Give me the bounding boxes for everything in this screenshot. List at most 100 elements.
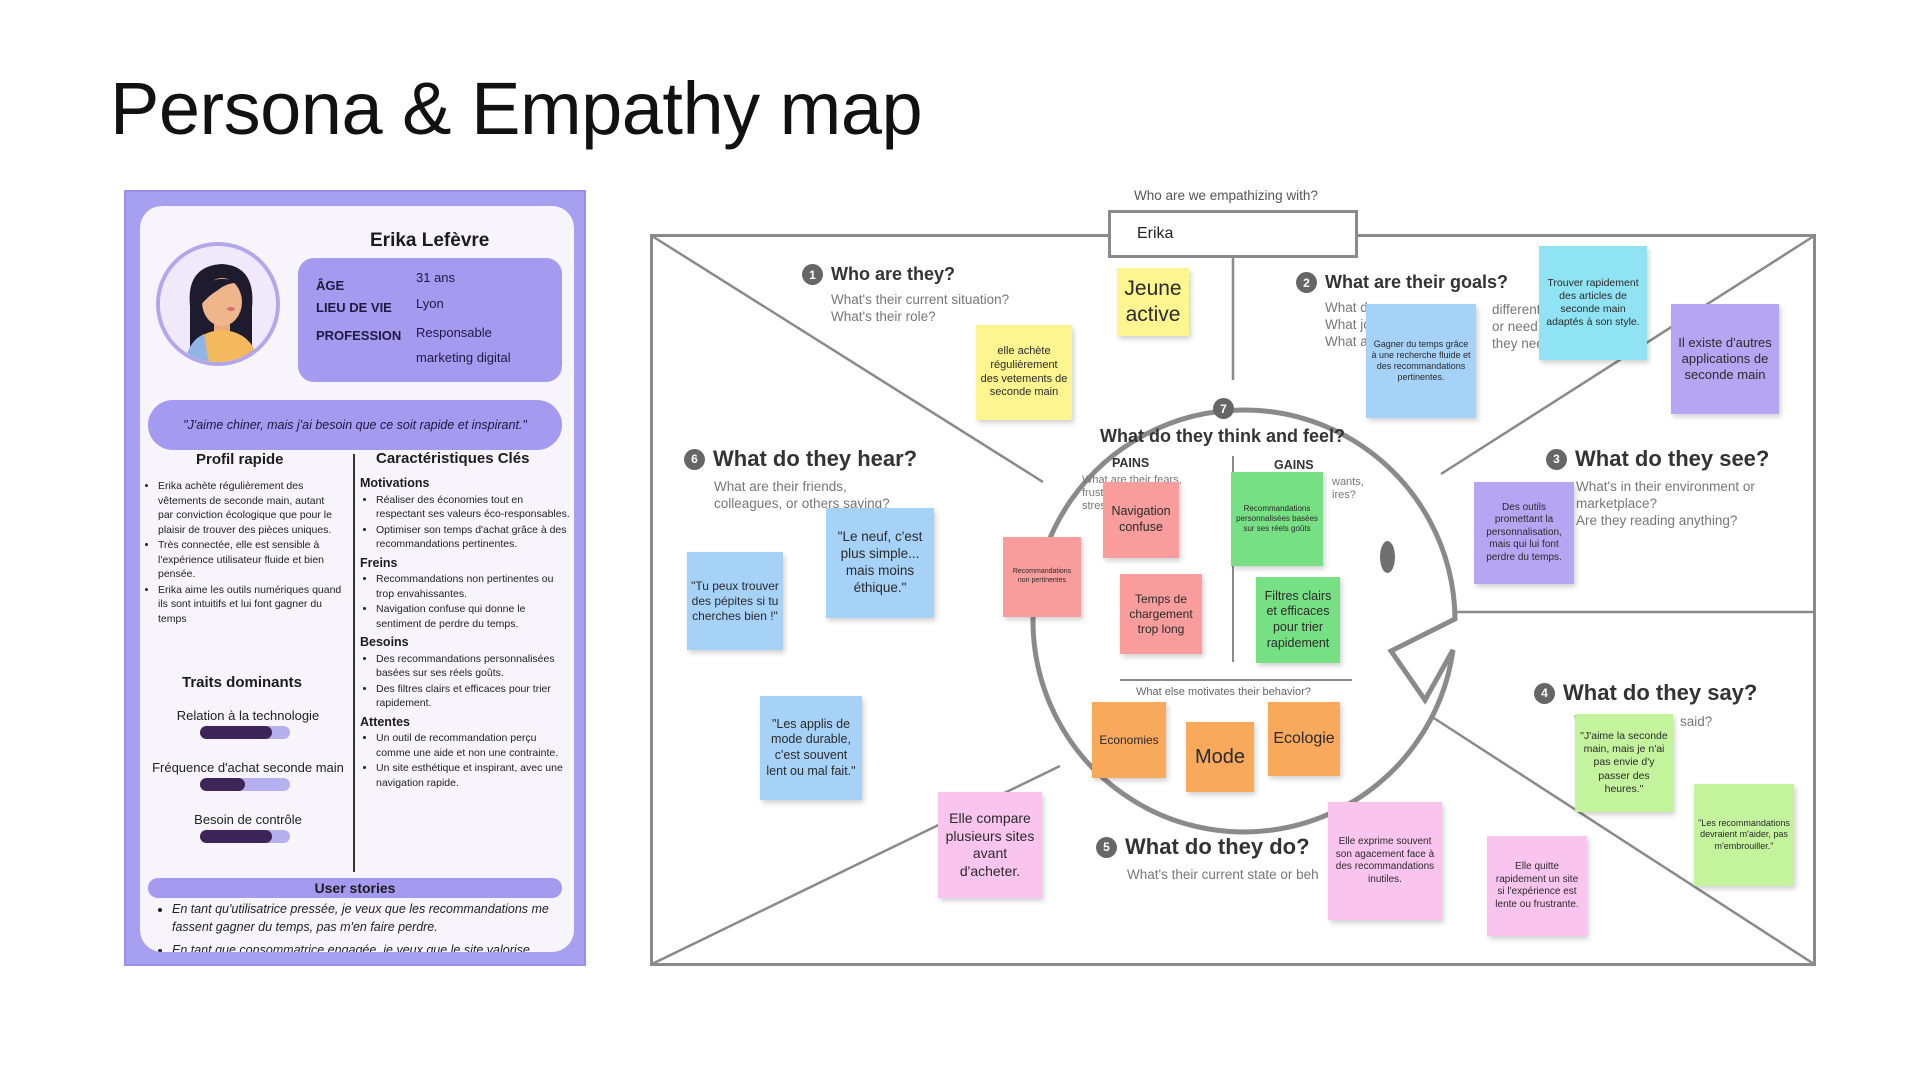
page-title: Persona & Empathy map [110,67,923,150]
persona-card: Erika Lefèvre ÂGE 31 ans LIEU DE VIE Lyo… [124,190,586,966]
section-goals: 2 What are their goals? What d What jo Wh… [1296,272,1508,350]
section-number: 3 [1546,448,1567,470]
section-title: Who are they? [831,264,956,284]
sticky-note[interactable]: Ecologie [1268,702,1340,776]
section-subtitle: Are they reading anything? [1576,513,1738,528]
sticky-note[interactable]: Il existe d'autres applications de secon… [1671,304,1779,414]
trait-label: Fréquence d'achat seconde main [152,760,344,775]
section-subtitle: What's in their environment or [1576,479,1755,494]
profil-item: Erika aime les outils numériques quand i… [158,583,342,627]
sticky-note[interactable]: "Les applis de mode durable, c'est souve… [760,696,862,800]
user-stories-list: En tant qu'utilisatrice pressée, je veux… [150,900,560,952]
sticky-note[interactable]: Temps de chargement trop long [1120,574,1202,654]
divider-line [1425,711,1815,966]
sticky-note[interactable]: Recommandations personnalisées basées su… [1231,472,1323,566]
trait-label: Besoin de contrôle [194,812,302,827]
section-number: 2 [1296,272,1317,293]
age-value: 31 ans [416,270,456,285]
sticky-note[interactable]: Gagner du temps grâce à une recherche fl… [1366,304,1476,418]
profil-list: Erika achète régulièrement des vêtements… [142,479,342,627]
profil-item: Très connectée, elle est sensible à l'ex… [158,538,342,582]
section-subtitle: What d [1325,300,1368,315]
trait-bar-fill [200,778,245,791]
sticky-note[interactable]: elle achète régulièrement des vetements … [976,325,1072,420]
sticky-note[interactable]: "Le neuf, c'est plus simple... mais moin… [826,508,934,618]
section-subtitle: What's their current situation? [831,292,1010,307]
carac-list: Motivations Réaliser des économies tout … [360,472,570,791]
section-subtitle: wants, [1332,476,1364,488]
trait-bar-fill [200,830,272,843]
section-subtitle: What jo [1325,317,1371,332]
section-title: What do they say? [1563,680,1758,705]
section-goals-sub-right: different or need d they nee [1492,301,1549,352]
carac-item: Réaliser des économies tout en respectan… [376,493,570,522]
gains-sub: wants, ires? [1332,476,1364,502]
pains-label: PAINS [1112,456,1150,470]
persona-inner: Erika Lefèvre ÂGE 31 ans LIEU DE VIE Lyo… [140,206,574,952]
trait-label: Relation à la technologie [176,708,320,723]
sticky-note[interactable]: "J'aime la seconde main, mais je n'ai pa… [1575,714,1673,812]
section-number: 5 [1096,836,1117,858]
who-input[interactable]: Erika [1108,210,1358,258]
section-title: What do they hear? [713,446,918,471]
persona-info-box: ÂGE 31 ans LIEU DE VIE Lyon PROFESSION R… [298,258,562,382]
section-subtitle: ires? [1332,489,1356,501]
profil-title: Profil rapide [196,451,284,468]
section-subtitle: colleagues, or others saying? [714,496,890,511]
section-title: What do they think and feel? [1100,426,1346,446]
sticky-note[interactable]: Elle quitte rapidement un site si l'expé… [1487,836,1587,936]
section-subtitle: or need d [1492,319,1550,334]
column-divider [353,454,355,872]
section-title: What are their goals? [1325,272,1509,292]
carac-item: Des filtres clairs et efficaces pour tri… [376,682,570,711]
section-hear: 6 What do they hear? What are their frien… [684,446,917,512]
carac-item: Optimiser son temps d'achat grâce à des … [376,523,570,552]
sticky-note[interactable]: "Les recommandations devraient m'aider, … [1694,784,1794,886]
gains-label: GAINS [1274,458,1314,472]
section-subtitle: frust [1082,487,1104,499]
carac-item: Un site esthétique et inspirant, avec un… [376,761,570,790]
section-subtitle: stres [1082,500,1106,512]
motivates-label: What else motivates their behavior? [1136,686,1311,698]
carac-title: Caractéristiques Clés [376,450,530,467]
divider-line [651,234,1044,484]
sticky-note[interactable]: "Tu peux trouver des pépites si tu cherc… [687,552,783,650]
section-title: What do they see? [1575,446,1770,471]
persona-quote: "J'aime chiner, mais j'ai besoin que ce … [148,400,562,450]
profession-value: Responsable marketing digital [416,325,511,365]
carac-heading: Freins [360,555,398,570]
trait-bar-fill [200,726,272,739]
sticky-note[interactable]: Navigation confuse [1103,482,1179,558]
carac-item: Un outil de recommandation perçu comme u… [376,731,570,760]
section-subtitle: What a [1325,334,1368,349]
sticky-note[interactable]: Mode [1186,722,1254,792]
section-subtitle: What are their friends, [714,479,847,494]
eye-shape [1380,541,1395,573]
sticky-note[interactable]: Filtres clairs et efficaces pour trier r… [1256,577,1340,663]
trait-bar [200,726,290,739]
sticky-note[interactable]: Jeune active [1117,268,1189,336]
avatar [156,242,280,366]
sticky-note[interactable]: Elle compare plusieurs sites avant d'ach… [938,792,1042,898]
section-number: 4 [1534,682,1555,704]
carac-heading: Besoins [360,635,409,649]
carac-item: Recommandations non pertinentes ou trop … [376,572,570,601]
sticky-note[interactable]: Des outils promettant la personnalisatio… [1474,482,1574,584]
trait-bar [200,778,290,791]
carac-item: Navigation confuse qui donne le sentimen… [376,602,570,631]
carac-heading: Motivations [360,476,430,490]
sticky-note[interactable]: Elle exprime souvent son agacement face … [1328,802,1442,920]
section-subtitle: What's their current state or beh [1127,867,1319,882]
sticky-note[interactable]: Recommandations non pertinentes [1003,537,1081,617]
location-label: LIEU DE VIE [316,300,392,315]
section-number: 6 [684,448,705,470]
section-number: 7 [1213,398,1234,419]
who-label: Who are we empathizing with? [1134,188,1318,203]
trait-bar [200,830,290,843]
persona-name: Erika Lefèvre [370,230,490,251]
sticky-note[interactable]: Economies [1092,702,1166,778]
sticky-note[interactable]: Trouver rapidement des articles de secon… [1539,246,1647,360]
